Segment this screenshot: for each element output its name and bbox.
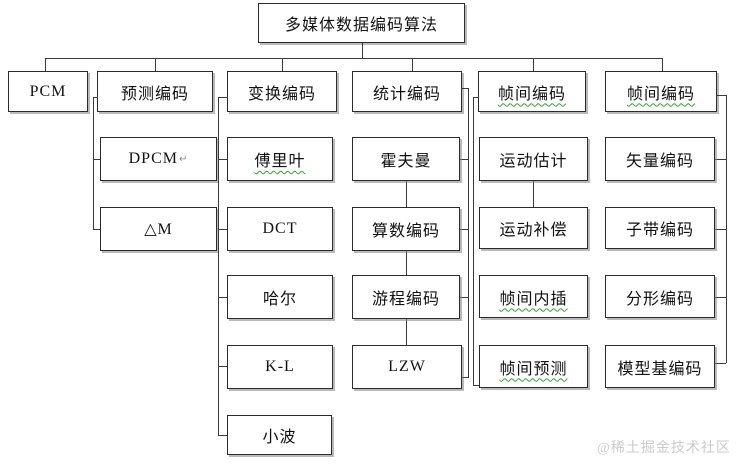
node-fractal-coding: 分形编码 [605,275,715,318]
node-haar: 哈尔 [227,275,333,319]
node-root: 多媒体数据编码算法 [258,3,465,43]
node-interframe-interpolation: 帧间内插 [479,275,588,318]
node-transform-coding: 变换编码 [227,71,337,112]
node-label: 帧间编码 [626,85,695,103]
connector-line [45,58,663,59]
node-predictive-coding: 预测编码 [97,71,213,112]
node-label: 多媒体数据编码算法 [284,17,438,34]
node-pcm: PCM [8,71,88,112]
connector-line [533,58,534,71]
node-statistical-coding: 统计编码 [352,71,462,112]
connector-line [533,181,534,207]
connector-line [406,251,407,275]
connector-line [93,229,101,230]
connector-line [717,95,727,96]
connector-line [412,58,413,71]
connector-line [460,159,469,160]
connector-line [715,297,726,298]
node-label: 运动补偿 [499,222,568,239]
connector-line [218,159,228,160]
node-dpcm: DPCM↵ [100,137,217,181]
node-lzw: LZW [352,345,462,389]
connector-line [462,377,469,378]
node-dct: DCT [227,207,333,251]
connector-line [468,88,469,377]
watermark-text: @稀土掘金技术社区 [597,441,731,456]
node-interframe-coding-1: 帧间编码 [478,71,586,112]
paragraph-mark-icon: ↵ [178,153,189,165]
node-motion-compensation: 运动补偿 [479,207,588,249]
connector-line [218,297,228,298]
node-subband-coding: 子带编码 [605,207,715,249]
node-label: 统计编码 [372,85,441,103]
node-model-based-coding: 模型基编码 [605,345,715,388]
node-label: 分形编码 [625,290,694,308]
node-label: DCT [262,220,298,237]
node-label: DPCM [128,150,178,167]
node-label: 哈尔 [262,291,297,308]
connector-line [45,58,46,71]
node-label: 游程编码 [371,291,440,308]
connector-line [406,181,407,207]
node-label: PCM [29,82,67,100]
connector-line [93,159,101,160]
node-label: 帧间编码 [497,85,566,103]
connector-line [362,43,363,58]
connector-line [218,229,228,230]
node-label: 小波 [262,429,297,446]
node-label: 傅里叶 [254,153,306,170]
connector-line [473,97,479,98]
node-label: 算数编码 [371,223,440,240]
connector-line [662,58,663,71]
node-runlength-coding: 游程编码 [352,275,460,319]
node-kl: K-L [227,345,333,389]
connector-line [460,297,469,298]
node-huffman: 霍夫曼 [352,137,460,181]
node-vector-coding: 矢量编码 [605,137,715,181]
connector-line [218,97,219,436]
connector-line [460,229,469,230]
node-label: K-L [265,358,295,375]
node-label: 模型基编码 [617,360,703,378]
connector-line [218,366,228,367]
node-wavelet: 小波 [227,415,332,455]
node-label: 矢量编码 [625,153,694,170]
node-label: △M [144,221,173,238]
node-delta-m: △M [100,207,217,251]
connector-line [155,58,156,71]
connector-line [473,97,474,385]
connector-line [93,97,98,98]
node-label: 预测编码 [120,85,189,103]
node-interframe-coding-2: 帧间编码 [605,71,717,112]
connector-line [93,97,94,230]
connector-line [461,88,469,89]
connector-line [218,435,228,436]
connector-line [726,95,727,363]
connector-line [715,159,726,160]
node-label: 霍夫曼 [380,153,432,170]
connector-line [282,58,283,71]
connector-line [473,385,480,386]
node-motion-estimation: 运动估计 [479,137,588,181]
node-label: 子带编码 [625,222,694,239]
node-label: 运动估计 [499,153,568,170]
node-label: LZW [388,358,426,375]
node-label: 帧间内插 [499,290,568,308]
connector-line [406,319,407,345]
node-label: 变换编码 [247,85,316,103]
connector-line [715,229,726,230]
connector-line [218,97,228,98]
connector-line [715,363,726,364]
node-arithmetic-coding: 算数编码 [352,207,460,251]
node-label: 帧间预测 [499,360,568,378]
node-fourier: 傅里叶 [227,137,333,181]
node-interframe-prediction: 帧间预测 [479,345,588,388]
